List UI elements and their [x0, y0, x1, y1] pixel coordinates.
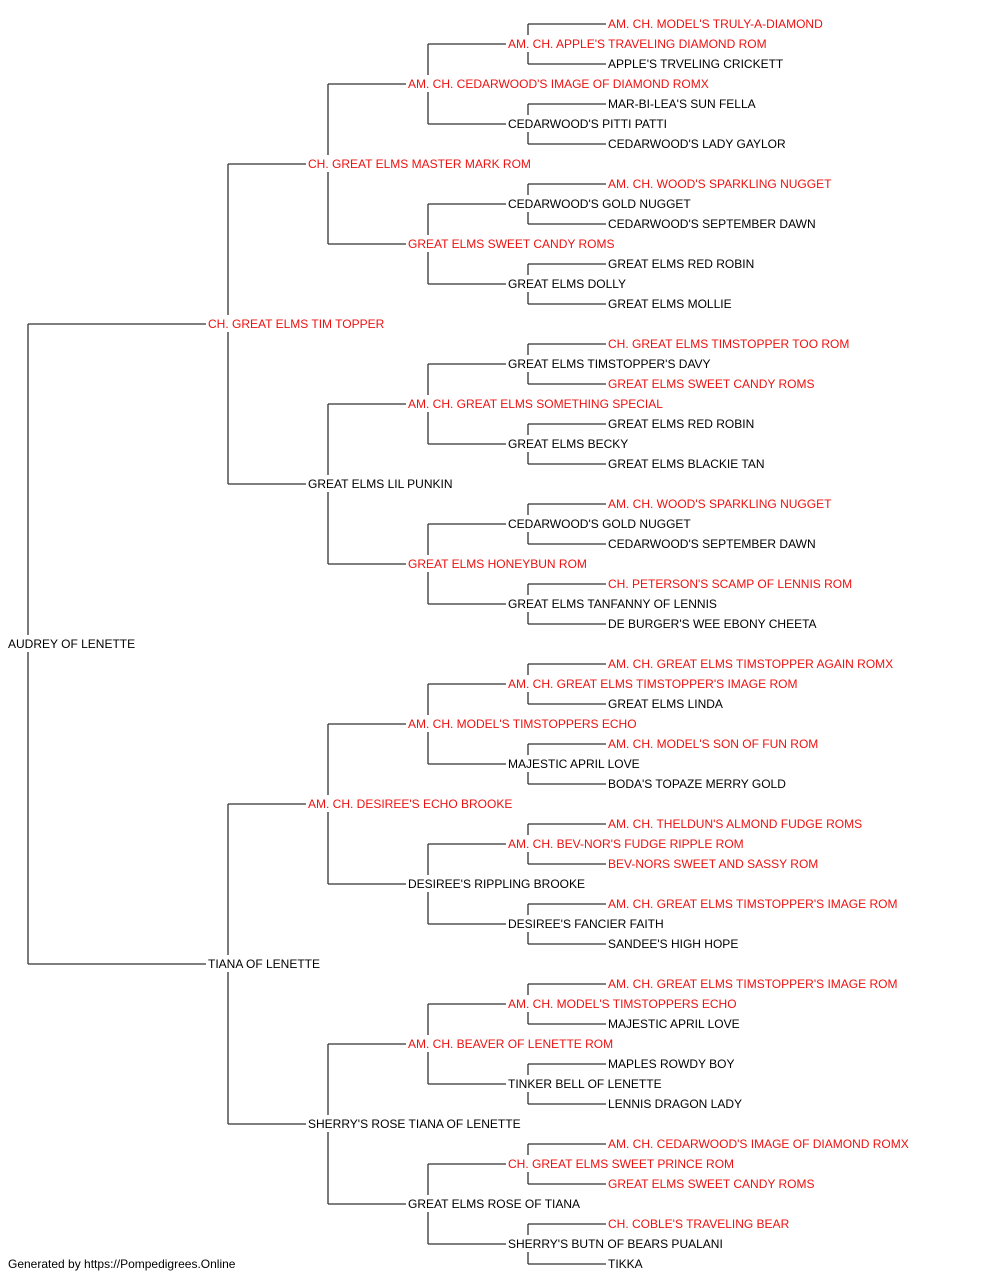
pedigree-entry: DE BURGER'S WEE EBONY CHEETA	[608, 617, 817, 631]
pedigree-entry: CH. GREAT ELMS SWEET PRINCE ROM	[508, 1157, 734, 1171]
pedigree-entry: CH. GREAT ELMS TIMSTOPPER TOO ROM	[608, 337, 849, 351]
pedigree-entry: CH. GREAT ELMS MASTER MARK ROM	[308, 157, 531, 171]
pedigree-entry: DESIREE'S RIPPLING BROOKE	[408, 877, 585, 891]
pedigree-entry: AM. CH. MODEL'S SON OF FUN ROM	[608, 737, 818, 751]
footer-credit: Generated by https://Pompedigrees.Online	[8, 1257, 236, 1271]
pedigree-entry: GREAT ELMS BECKY	[508, 437, 628, 451]
pedigree-entry: AM. CH. CEDARWOOD'S IMAGE OF DIAMOND ROM…	[408, 77, 709, 91]
pedigree-entry: CEDARWOOD'S SEPTEMBER DAWN	[608, 217, 816, 231]
pedigree-entry: GREAT ELMS HONEYBUN ROM	[408, 557, 587, 571]
pedigree-entry: GREAT ELMS ROSE OF TIANA	[408, 1197, 580, 1211]
pedigree-entry: GREAT ELMS TANFANNY OF LENNIS	[508, 597, 717, 611]
pedigree-entry: GREAT ELMS SWEET CANDY ROMS	[608, 377, 814, 391]
pedigree-entry: TINKER BELL OF LENETTE	[508, 1077, 662, 1091]
pedigree-entry: GREAT ELMS LINDA	[608, 697, 723, 711]
pedigree-entry: AM. CH. GREAT ELMS TIMSTOPPER AGAIN ROMX	[608, 657, 893, 671]
pedigree-entry: AM. CH. THELDUN'S ALMOND FUDGE ROMS	[608, 817, 862, 831]
pedigree-entry: CEDARWOOD'S SEPTEMBER DAWN	[608, 537, 816, 551]
pedigree-entry: GREAT ELMS BLACKIE TAN	[608, 457, 765, 471]
pedigree-entry: SHERRY'S BUTN OF BEARS PUALANI	[508, 1237, 723, 1251]
pedigree-entry: BEV-NORS SWEET AND SASSY ROM	[608, 857, 818, 871]
pedigree-entry: CEDARWOOD'S PITTI PATTI	[508, 117, 667, 131]
pedigree-entry: CH. GREAT ELMS TIM TOPPER	[208, 317, 385, 331]
pedigree-entry: GREAT ELMS MOLLIE	[608, 297, 732, 311]
pedigree-entry: GREAT ELMS RED ROBIN	[608, 257, 754, 271]
pedigree-entry: AM. CH. CEDARWOOD'S IMAGE OF DIAMOND ROM…	[608, 1137, 909, 1151]
pedigree-entry: BODA'S TOPAZE MERRY GOLD	[608, 777, 786, 791]
pedigree-entry: MAJESTIC APRIL LOVE	[508, 757, 640, 771]
pedigree-entry: GREAT ELMS SWEET CANDY ROMS	[608, 1177, 814, 1191]
pedigree-entry: CH. COBLE'S TRAVELING BEAR	[608, 1217, 790, 1231]
pedigree-entry: GREAT ELMS SWEET CANDY ROMS	[408, 237, 614, 251]
pedigree-entry: AM. CH. BEV-NOR'S FUDGE RIPPLE ROM	[508, 837, 744, 851]
pedigree-entry: AM. CH. MODEL'S TRULY-A-DIAMOND	[608, 17, 823, 31]
pedigree-entry: AM. CH. MODEL'S TIMSTOPPERS ECHO	[508, 997, 737, 1011]
pedigree-entry: GREAT ELMS LIL PUNKIN	[308, 477, 453, 491]
pedigree-entry: AUDREY OF LENETTE	[8, 637, 135, 651]
pedigree-entry: AM. CH. WOOD'S SPARKLING NUGGET	[608, 177, 832, 191]
pedigree-entry: SANDEE'S HIGH HOPE	[608, 937, 738, 951]
pedigree-entry: CEDARWOOD'S GOLD NUGGET	[508, 197, 691, 211]
pedigree-entry: MAJESTIC APRIL LOVE	[608, 1017, 740, 1031]
pedigree-entry: SHERRY'S ROSE TIANA OF LENETTE	[308, 1117, 521, 1131]
pedigree-entry: CEDARWOOD'S LADY GAYLOR	[608, 137, 786, 151]
pedigree-entry: AM. CH. GREAT ELMS SOMETHING SPECIAL	[408, 397, 663, 411]
pedigree-entry: TIANA OF LENETTE	[208, 957, 320, 971]
pedigree-entry: GREAT ELMS DOLLY	[508, 277, 626, 291]
pedigree-entry: AM. CH. GREAT ELMS TIMSTOPPER'S IMAGE RO…	[608, 977, 897, 991]
pedigree-entry: DESIREE'S FANCIER FAITH	[508, 917, 664, 931]
pedigree-entry: AM. CH. APPLE'S TRAVELING DIAMOND ROM	[508, 37, 767, 51]
pedigree-entry: AM. CH. GREAT ELMS TIMSTOPPER'S IMAGE RO…	[608, 897, 897, 911]
pedigree-entry: MAPLES ROWDY BOY	[608, 1057, 734, 1071]
pedigree-entry: GREAT ELMS TIMSTOPPER'S DAVY	[508, 357, 711, 371]
pedigree-entry: CEDARWOOD'S GOLD NUGGET	[508, 517, 691, 531]
pedigree-entry: AM. CH. GREAT ELMS TIMSTOPPER'S IMAGE RO…	[508, 677, 797, 691]
pedigree-entry: AM. CH. MODEL'S TIMSTOPPERS ECHO	[408, 717, 637, 731]
pedigree-entry: APPLE'S TRVELING CRICKETT	[608, 57, 784, 71]
pedigree-entry: TIKKA	[608, 1257, 643, 1271]
pedigree-entry: GREAT ELMS RED ROBIN	[608, 417, 754, 431]
pedigree-entry: MAR-BI-LEA'S SUN FELLA	[608, 97, 756, 111]
pedigree-entry: AM. CH. DESIREE'S ECHO BROOKE	[308, 797, 512, 811]
pedigree-entry: AM. CH. WOOD'S SPARKLING NUGGET	[608, 497, 832, 511]
pedigree-entry: AM. CH. BEAVER OF LENETTE ROM	[408, 1037, 613, 1051]
pedigree-entry: CH. PETERSON'S SCAMP OF LENNIS ROM	[608, 577, 852, 591]
pedigree-entry: LENNIS DRAGON LADY	[608, 1097, 742, 1111]
